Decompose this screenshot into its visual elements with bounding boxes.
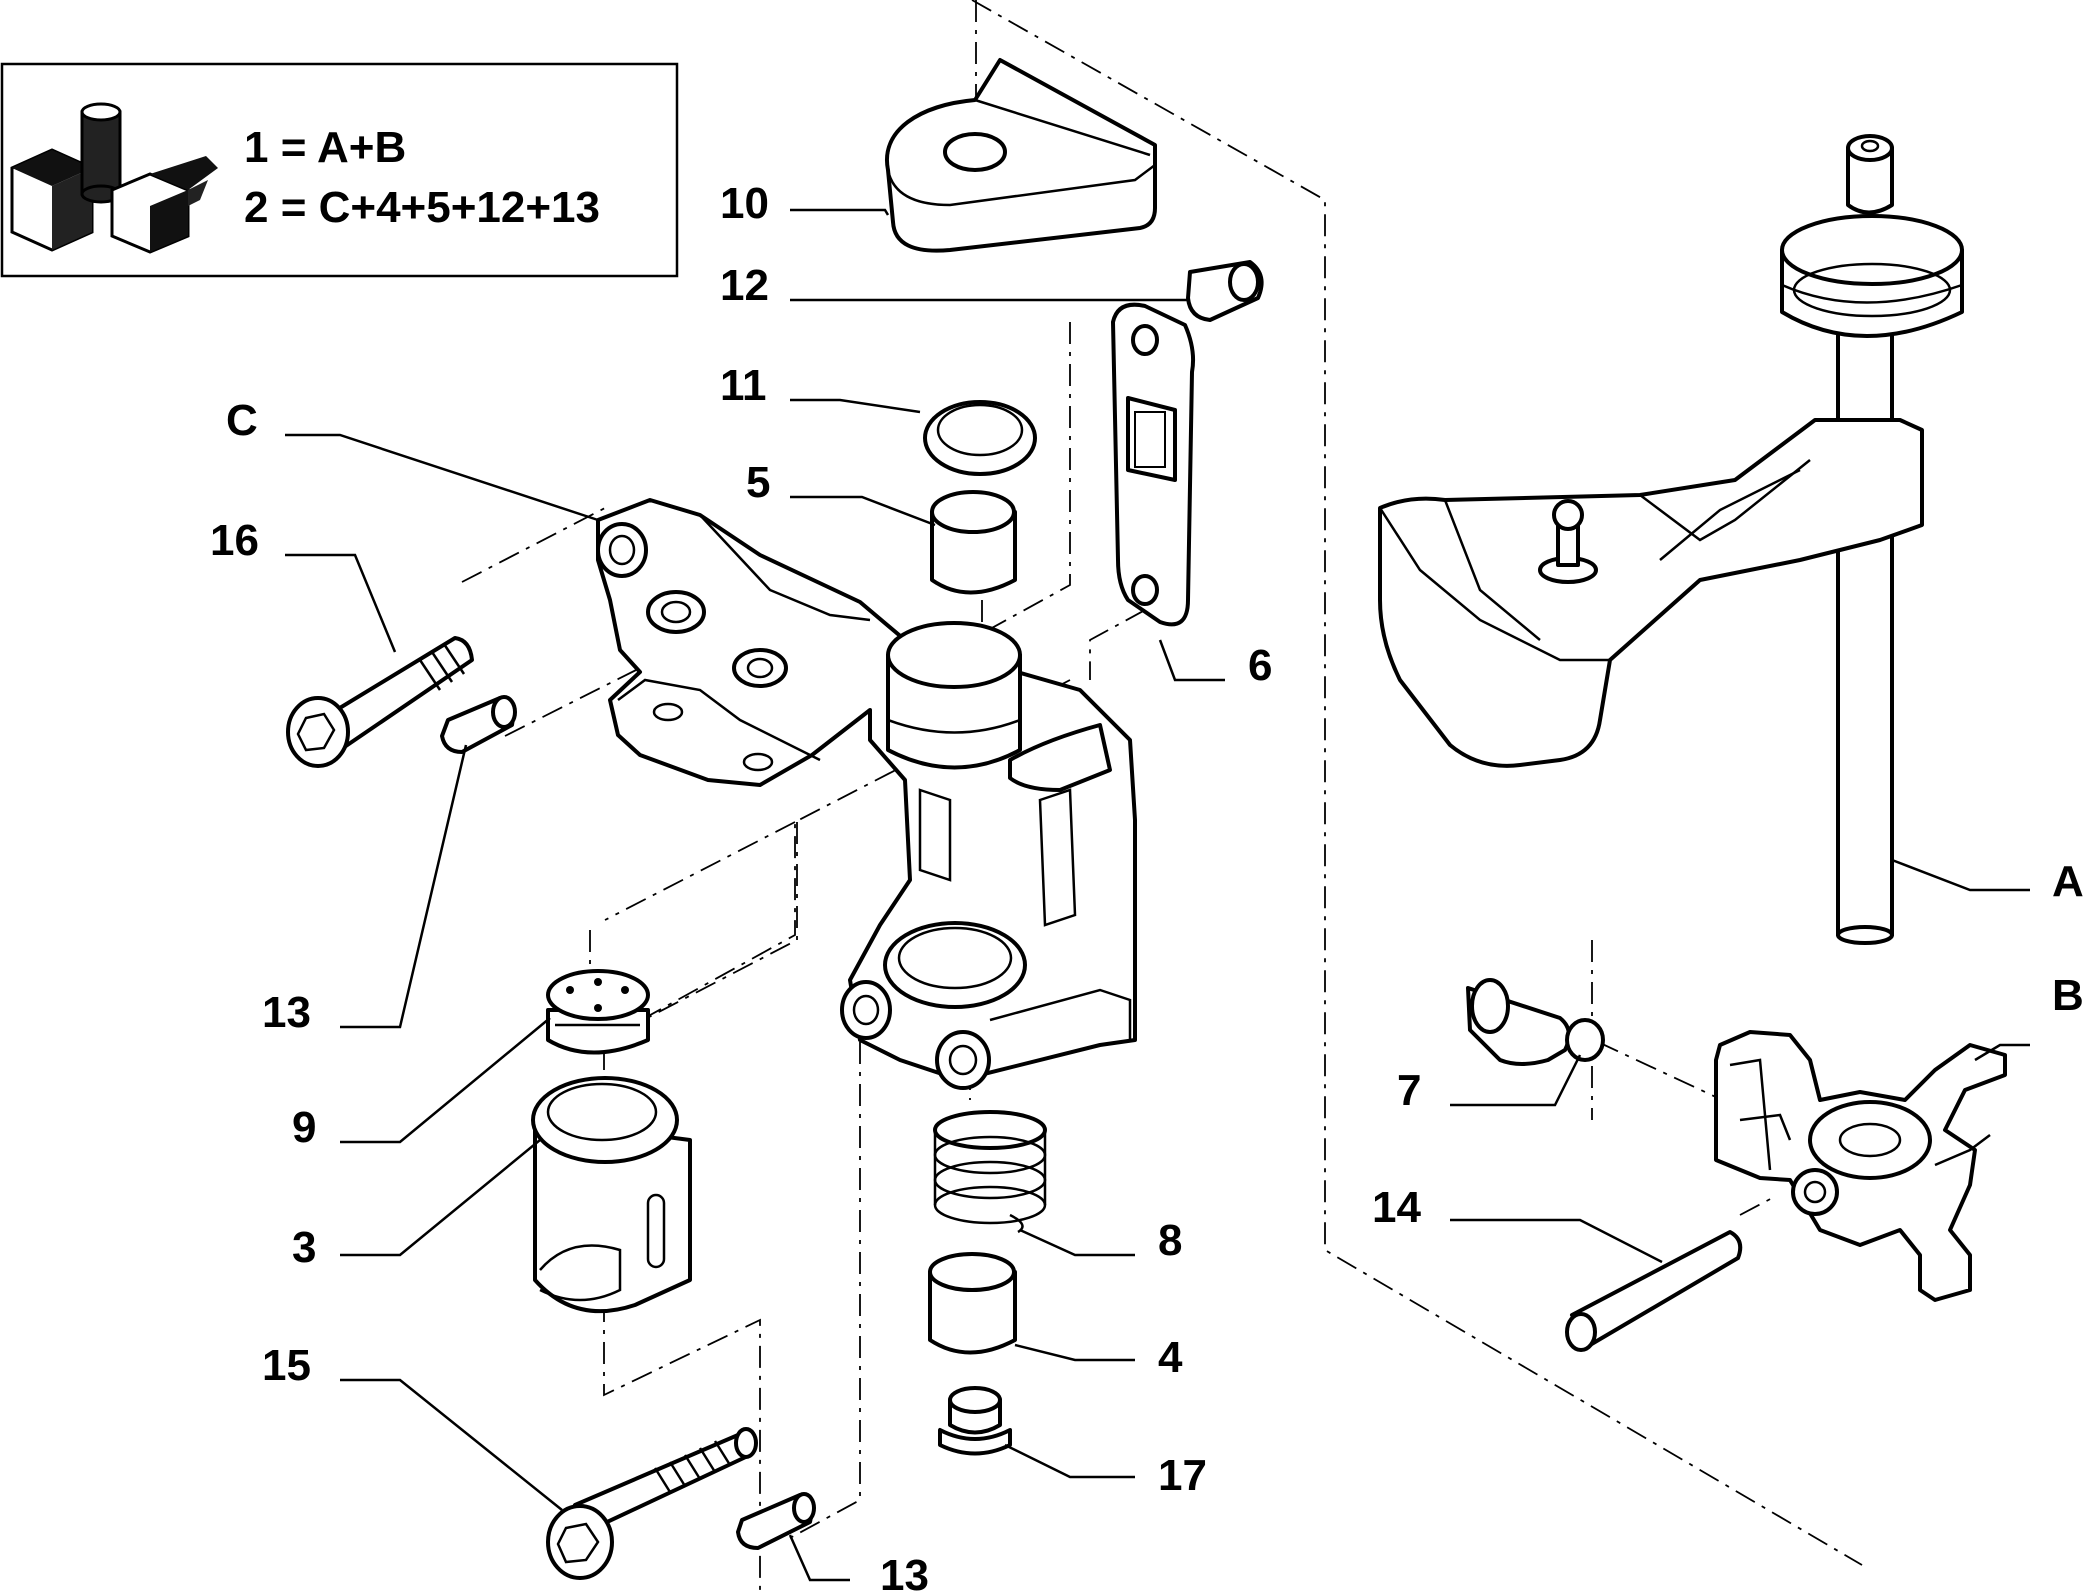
legend-line-1: 1 = A+B xyxy=(244,123,406,172)
part-17-plug xyxy=(938,1386,1012,1456)
callout-9: 9 xyxy=(292,1103,316,1152)
part-A-shaft-lever xyxy=(1378,134,1964,945)
callout-4: 4 xyxy=(1158,1333,1183,1382)
callout-10: 10 xyxy=(720,179,769,228)
part-13-dowel-lower xyxy=(736,1492,816,1550)
callout-A: A xyxy=(2052,857,2084,906)
part-15-screw xyxy=(546,1427,758,1580)
fiat-kit-logo xyxy=(10,102,218,254)
callout-16: 16 xyxy=(210,516,259,565)
callout-labels: 10 12 11 5 C 16 6 13 9 3 15 13 8 4 17 A … xyxy=(210,179,2084,1595)
callout-15: 15 xyxy=(262,1341,311,1390)
part-12-dowel xyxy=(1186,260,1264,322)
callout-17: 17 xyxy=(1158,1451,1207,1500)
callout-C: C xyxy=(226,396,258,445)
part-7-plunger xyxy=(1466,978,1605,1066)
callout-12: 12 xyxy=(720,261,769,310)
part-14-pin xyxy=(1565,1230,1743,1352)
part-11-ring xyxy=(923,400,1037,476)
part-8-spring xyxy=(933,1110,1047,1234)
part-9-plug xyxy=(546,969,650,1055)
part-10-cover xyxy=(884,58,1157,253)
part-13-dowel-upper xyxy=(440,695,517,754)
part-5-bush xyxy=(930,490,1017,595)
part-6-plate xyxy=(1111,302,1196,627)
callout-14: 14 xyxy=(1372,1183,1421,1232)
part-B-fork xyxy=(1714,1030,2007,1302)
part-16-screw xyxy=(286,636,474,768)
part-C-housing xyxy=(596,498,1137,1090)
callout-13-upper: 13 xyxy=(262,988,311,1037)
callout-13-lower: 13 xyxy=(880,1551,929,1595)
callout-5: 5 xyxy=(746,458,770,507)
legend-box: 1 = A+B 2 = C+4+5+12+13 xyxy=(0,62,679,278)
leader-lines xyxy=(285,208,2030,1582)
part-4-bush xyxy=(928,1252,1017,1355)
callout-3: 3 xyxy=(292,1223,316,1272)
callout-B: B xyxy=(2052,971,2084,1020)
callout-7: 7 xyxy=(1397,1066,1421,1115)
part-3-sleeve xyxy=(531,1076,692,1314)
callout-6: 6 xyxy=(1248,641,1272,690)
callout-11: 11 xyxy=(720,361,767,410)
legend-line-2: 2 = C+4+5+12+13 xyxy=(244,183,600,232)
callout-8: 8 xyxy=(1158,1216,1182,1265)
